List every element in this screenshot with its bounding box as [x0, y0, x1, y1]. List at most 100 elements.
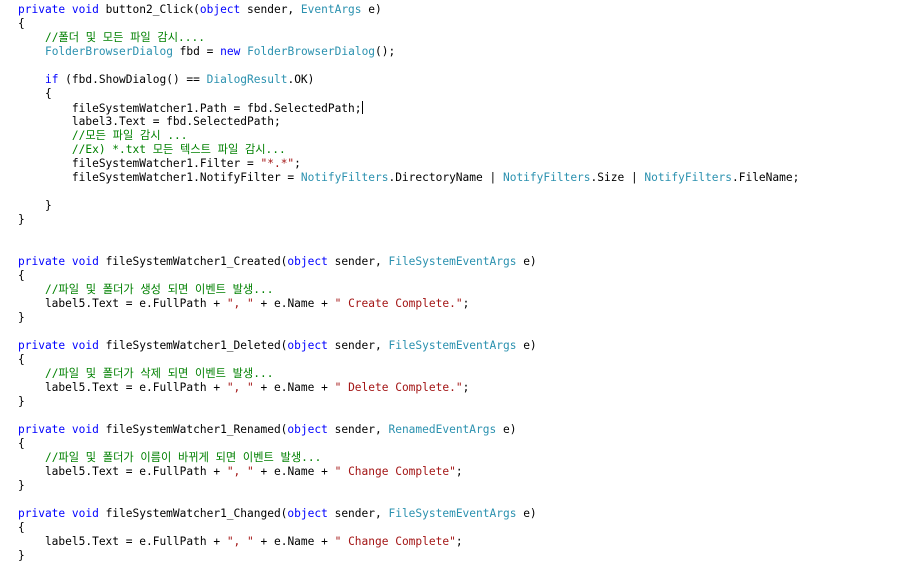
- code-token-plain: sender,: [240, 3, 301, 16]
- code-line[interactable]: private void fileSystemWatcher1_Deleted(…: [18, 339, 903, 353]
- code-token-keyword: object: [287, 423, 328, 436]
- code-line[interactable]: {: [18, 353, 903, 367]
- code-line[interactable]: }: [18, 199, 903, 213]
- code-line[interactable]: FolderBrowserDialog fbd = new FolderBrow…: [18, 45, 903, 59]
- code-token-string: ", ": [226, 465, 254, 478]
- code-token-type: NotifyFilters: [502, 171, 591, 184]
- code-token-type: DialogResult: [206, 73, 288, 86]
- code-token-plain: .Size |: [590, 171, 645, 184]
- code-token-plain: + e.Name +: [253, 465, 335, 478]
- code-line[interactable]: fileSystemWatcher1.NotifyFilter = Notify…: [18, 171, 903, 185]
- code-token-plain: }: [18, 549, 25, 562]
- code-line[interactable]: label3.Text = fbd.SelectedPath;: [18, 115, 903, 129]
- code-line[interactable]: label5.Text = e.FullPath + ", " + e.Name…: [18, 465, 903, 479]
- code-token-plain: + e.Name +: [253, 381, 335, 394]
- code-editor[interactable]: private void button2_Click(object sender…: [18, 3, 903, 563]
- code-line[interactable]: //폴더 및 모든 파일 감시....: [18, 31, 903, 45]
- code-line[interactable]: }: [18, 549, 903, 563]
- code-line[interactable]: //모든 파일 감시 ...: [18, 129, 903, 143]
- code-line[interactable]: private void fileSystemWatcher1_Created(…: [18, 255, 903, 269]
- code-token-plain: label3.Text = fbd.SelectedPath;: [18, 115, 281, 128]
- code-line[interactable]: [18, 227, 903, 241]
- code-token-comment: //파일 및 폴더가 삭제 되면 이벤트 발생...: [44, 367, 274, 380]
- code-line[interactable]: [18, 493, 903, 507]
- code-line[interactable]: label5.Text = e.FullPath + ", " + e.Name…: [18, 535, 903, 549]
- code-token-comment: //Ex) *.txt 모든 텍스트 파일 감시...: [71, 143, 286, 156]
- code-token-plain: [18, 73, 45, 86]
- code-token-plain: fileSystemWatcher1_Changed(: [105, 507, 288, 520]
- code-line[interactable]: {: [18, 521, 903, 535]
- code-token-type: FileSystemEventArgs: [388, 507, 517, 520]
- code-line[interactable]: fileSystemWatcher1.Filter = "*.*";: [18, 157, 903, 171]
- code-token-plain: fileSystemWatcher1_Created(: [105, 255, 288, 268]
- code-token-plain: e): [361, 3, 382, 16]
- code-line[interactable]: [18, 59, 903, 73]
- code-token-plain: [18, 451, 45, 464]
- code-line[interactable]: {: [18, 437, 903, 451]
- code-token-string: " Change Complete": [334, 465, 456, 478]
- code-token-type: RenamedEventArgs: [388, 423, 497, 436]
- code-token-plain: fileSystemWatcher1.Path = fbd.SelectedPa…: [18, 102, 362, 115]
- code-token-plain: e): [496, 423, 517, 436]
- code-token-plain: ;: [455, 465, 463, 478]
- code-token-keyword: private void: [18, 3, 106, 16]
- code-line[interactable]: {: [18, 269, 903, 283]
- code-token-keyword: private void: [18, 423, 106, 436]
- code-line[interactable]: {: [18, 17, 903, 31]
- code-line[interactable]: label5.Text = e.FullPath + ", " + e.Name…: [18, 297, 903, 311]
- code-token-plain: + e.Name +: [253, 297, 335, 310]
- code-token-string: " Change Complete": [334, 535, 456, 548]
- code-token-plain: sender,: [327, 339, 389, 352]
- code-line[interactable]: if (fbd.ShowDialog() == DialogResult.OK): [18, 73, 903, 87]
- code-token-keyword: object: [287, 507, 328, 520]
- code-token-plain: sender,: [327, 255, 389, 268]
- code-line[interactable]: //파일 및 폴더가 삭제 되면 이벤트 발생...: [18, 367, 903, 381]
- code-line[interactable]: }: [18, 479, 903, 493]
- code-line[interactable]: private void button2_Click(object sender…: [18, 3, 903, 17]
- code-token-plain: fbd =: [172, 45, 221, 58]
- code-line[interactable]: //파일 및 폴더가 이름이 바뀌게 되면 이벤트 발생...: [18, 451, 903, 465]
- code-token-plain: ;: [294, 157, 301, 170]
- code-token-plain: [18, 45, 45, 58]
- code-token-keyword: if: [44, 73, 59, 86]
- code-token-keyword: private void: [18, 255, 106, 268]
- code-token-string: ", ": [226, 297, 254, 310]
- code-token-plain: }: [18, 311, 25, 324]
- code-line[interactable]: }: [18, 311, 903, 325]
- code-token-plain: label5.Text = e.FullPath +: [18, 381, 227, 394]
- code-line[interactable]: [18, 409, 903, 423]
- code-line[interactable]: //Ex) *.txt 모든 텍스트 파일 감시...: [18, 143, 903, 157]
- code-line[interactable]: [18, 241, 903, 255]
- code-line[interactable]: label5.Text = e.FullPath + ", " + e.Name…: [18, 381, 903, 395]
- code-token-plain: {: [18, 17, 25, 30]
- code-line[interactable]: fileSystemWatcher1.Path = fbd.SelectedPa…: [18, 101, 903, 115]
- code-line[interactable]: private void fileSystemWatcher1_Renamed(…: [18, 423, 903, 437]
- code-line[interactable]: //파일 및 폴더가 생성 되면 이벤트 발생...: [18, 283, 903, 297]
- code-token-plain: label5.Text = e.FullPath +: [18, 297, 227, 310]
- code-token-string: ", ": [226, 381, 254, 394]
- code-token-plain: {: [18, 437, 25, 450]
- code-token-plain: label5.Text = e.FullPath +: [18, 465, 227, 478]
- code-line[interactable]: }: [18, 395, 903, 409]
- code-token-plain: sender,: [327, 423, 389, 436]
- code-token-plain: fileSystemWatcher1_Renamed(: [105, 423, 288, 436]
- code-token-plain: [18, 283, 45, 296]
- code-token-comment: //모든 파일 감시 ...: [71, 129, 188, 142]
- code-token-plain: {: [18, 353, 25, 366]
- code-token-plain: e): [516, 255, 537, 268]
- code-token-keyword: object: [199, 3, 241, 16]
- code-line[interactable]: private void fileSystemWatcher1_Changed(…: [18, 507, 903, 521]
- code-token-plain: [18, 143, 72, 156]
- code-token-plain: .OK): [287, 73, 315, 86]
- code-token-type: EventArgs: [300, 3, 362, 16]
- code-token-type: FileSystemEventArgs: [388, 255, 517, 268]
- code-token-plain: .FileName;: [731, 171, 800, 184]
- code-token-keyword: new: [220, 45, 241, 58]
- code-line[interactable]: }: [18, 213, 903, 227]
- code-token-plain: label5.Text = e.FullPath +: [18, 535, 227, 548]
- code-token-plain: }: [18, 199, 52, 212]
- code-token-type: FolderBrowserDialog: [44, 45, 173, 58]
- code-line[interactable]: [18, 185, 903, 199]
- code-line[interactable]: [18, 325, 903, 339]
- code-line[interactable]: {: [18, 87, 903, 101]
